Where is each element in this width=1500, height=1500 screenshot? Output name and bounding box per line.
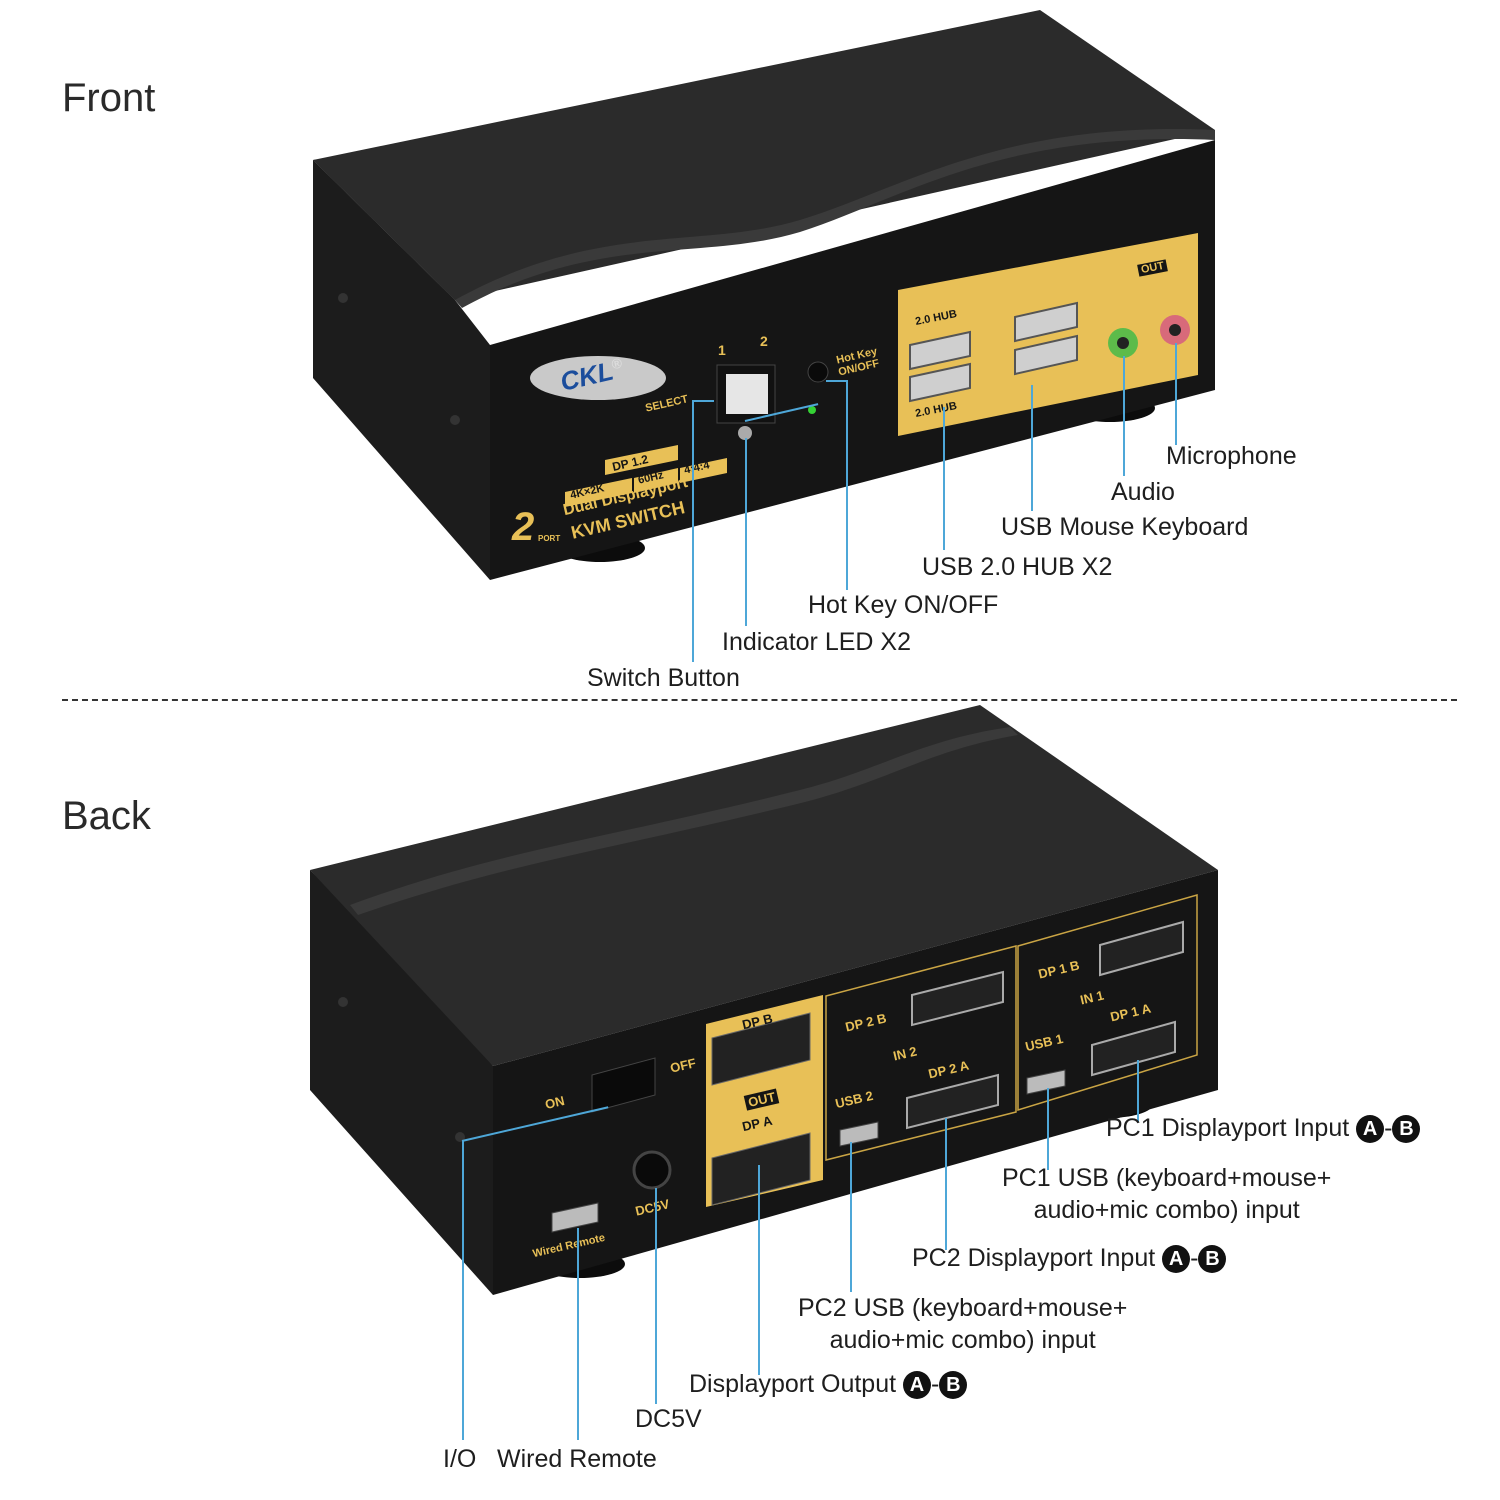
callout-pc1-usb: PC1 USB (keyboard+mouse+ audio+mic combo… (1002, 1164, 1332, 1224)
leader-switch-v (692, 400, 694, 662)
leader-wired-remote (577, 1228, 579, 1440)
front-device-illustration (313, 10, 1215, 580)
callout-pc2-usb: PC2 USB (keyboard+mouse+ audio+mic combo… (798, 1294, 1128, 1354)
callout-dc5v: DC5V (635, 1405, 702, 1433)
letter-b-badge: B (1392, 1115, 1421, 1144)
leader-pc2-usb (850, 1142, 852, 1292)
port-number-1: 1 (718, 342, 726, 358)
letter-b-badge: B (1198, 1245, 1227, 1274)
leader-hot-key-v (846, 380, 848, 590)
port-number-2: 2 (760, 333, 768, 349)
leader-pc1-dp (1137, 1060, 1139, 1122)
front-title: Front (62, 76, 156, 120)
leader-pc2-dp (945, 1118, 947, 1250)
leader-hot-key (826, 380, 848, 382)
callout-io: I/O (443, 1445, 477, 1473)
callout-audio: Audio (1111, 478, 1175, 506)
leader-dc5v (655, 1188, 657, 1404)
leader-audio (1123, 356, 1125, 476)
callout-wired-remote: Wired Remote (497, 1445, 657, 1473)
letter-a-badge: A (1162, 1245, 1191, 1274)
leader-io (462, 1140, 464, 1440)
callout-hot-key: Hot Key ON/OFF (808, 591, 999, 619)
back-title: Back (62, 794, 151, 838)
leader-usb-mouse-keyboard (1031, 385, 1033, 511)
callout-dp-output: Displayport Output A-B (689, 1368, 968, 1400)
callout-pc2-dp: PC2 Displayport Input A-B (912, 1242, 1227, 1274)
callout-usb-mouse-keyboard: USB Mouse Keyboard (1001, 513, 1249, 541)
model-number: 2 (512, 505, 535, 549)
leader-pc1-usb (1047, 1088, 1049, 1170)
leader-dp-output (758, 1165, 760, 1375)
leader-usb-hub (943, 407, 945, 550)
model-port: PORT (538, 534, 561, 543)
callout-usb-hub: USB 2.0 HUB X2 (922, 553, 1113, 581)
callout-microphone: Microphone (1166, 442, 1297, 470)
leader-microphone (1175, 343, 1177, 445)
leader-switch (692, 400, 714, 402)
section-divider (62, 699, 1457, 701)
callout-switch-button: Switch Button (587, 664, 740, 692)
leader-indicator (745, 438, 747, 626)
letter-b-badge: B (939, 1371, 968, 1400)
letter-a-badge: A (1356, 1115, 1385, 1144)
letter-a-badge: A (903, 1371, 931, 1400)
callout-pc1-dp: PC1 Displayport Input A-B (1106, 1112, 1421, 1144)
callout-indicator: Indicator LED X2 (722, 628, 911, 656)
